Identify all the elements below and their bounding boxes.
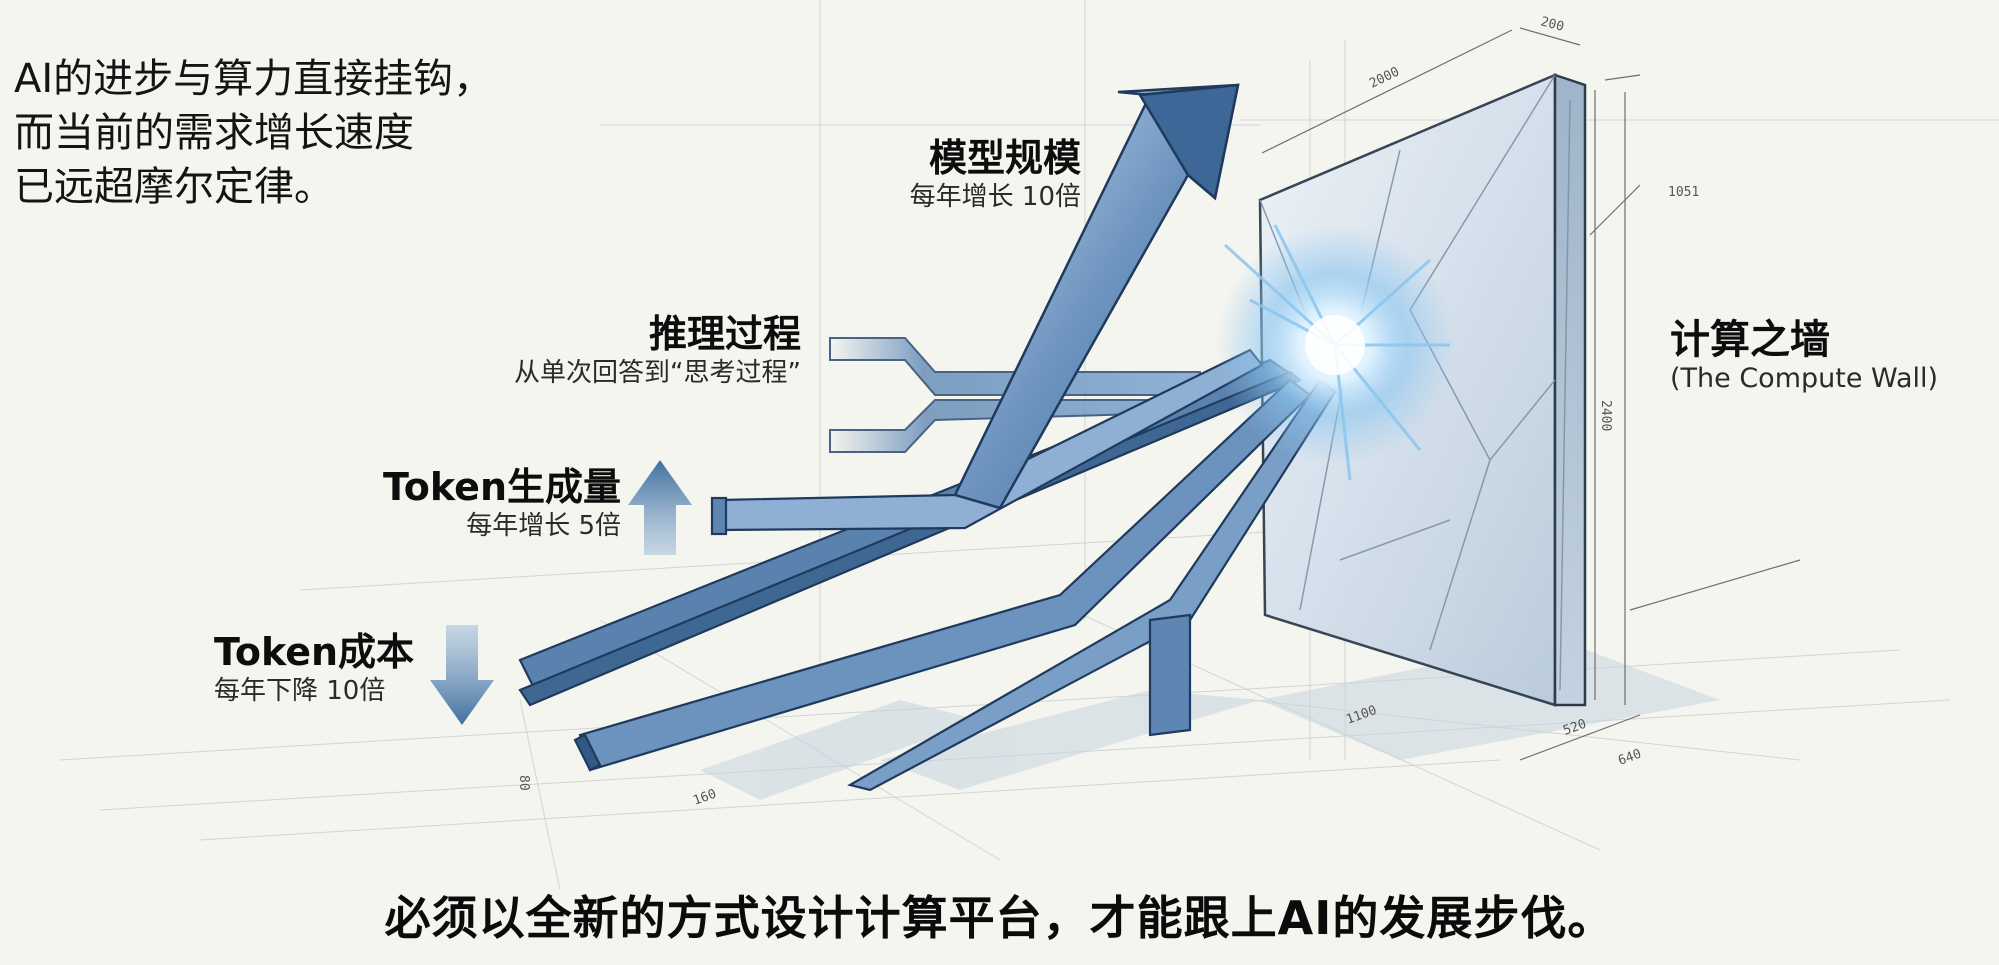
- impact-burst: [1215, 224, 1455, 481]
- intro-text: AI的进步与算力直接挂钩， 而当前的需求增长速度 已远超摩尔定律。: [14, 52, 493, 214]
- token-volume-title: Token生成量: [382, 465, 621, 509]
- token-cost-title: Token成本: [214, 630, 415, 674]
- arrow-up-icon: [628, 460, 692, 555]
- dimension-label: 80: [516, 775, 531, 791]
- intro-line: 而当前的需求增长速度: [14, 110, 414, 156]
- dimension-label: 1051: [1668, 185, 1699, 200]
- intro-line: 已远超摩尔定律。: [14, 164, 334, 210]
- label-reasoning: 推理过程 从单次回答到“思考过程”: [514, 312, 801, 390]
- dimension-label: 200: [1539, 14, 1566, 35]
- reasoning-title: 推理过程: [648, 312, 801, 356]
- dimension-label: 640: [1616, 747, 1643, 769]
- reasoning-subtitle: 从单次回答到“思考过程”: [514, 358, 801, 388]
- compute-wall-title: 计算之墙: [1670, 317, 1830, 363]
- arrow-down-icon: [430, 625, 494, 725]
- model-scale-subtitle: 每年增长 10倍: [909, 182, 1081, 212]
- dimension-label: 2400: [1598, 400, 1613, 431]
- model-scale-title: 模型规模: [928, 136, 1081, 180]
- conclusion-text: 必须以全新的方式设计计算平台，才能跟上AI的发展步伐。: [384, 891, 1615, 945]
- token-cost-subtitle: 每年下降 10倍: [214, 676, 386, 706]
- label-token-volume: Token生成量 每年增长 5倍: [383, 465, 621, 543]
- wall-dimensions: [1261, 27, 1801, 761]
- compute-wall-subtitle: (The Compute Wall): [1670, 363, 1939, 394]
- model-scale-arrow: [953, 83, 1240, 510]
- token-volume-subtitle: 每年增长 5倍: [466, 511, 621, 541]
- label-model-scale: 模型规模 每年增长 10倍: [910, 136, 1081, 214]
- dimension-label: 160: [691, 787, 718, 809]
- dimension-label: 2000: [1367, 64, 1402, 91]
- label-compute-wall: 计算之墙 (The Compute Wall): [1670, 318, 1938, 396]
- label-token-cost: Token成本 每年下降 10倍: [214, 630, 414, 708]
- intro-line: AI的进步与算力直接挂钩，: [14, 56, 494, 102]
